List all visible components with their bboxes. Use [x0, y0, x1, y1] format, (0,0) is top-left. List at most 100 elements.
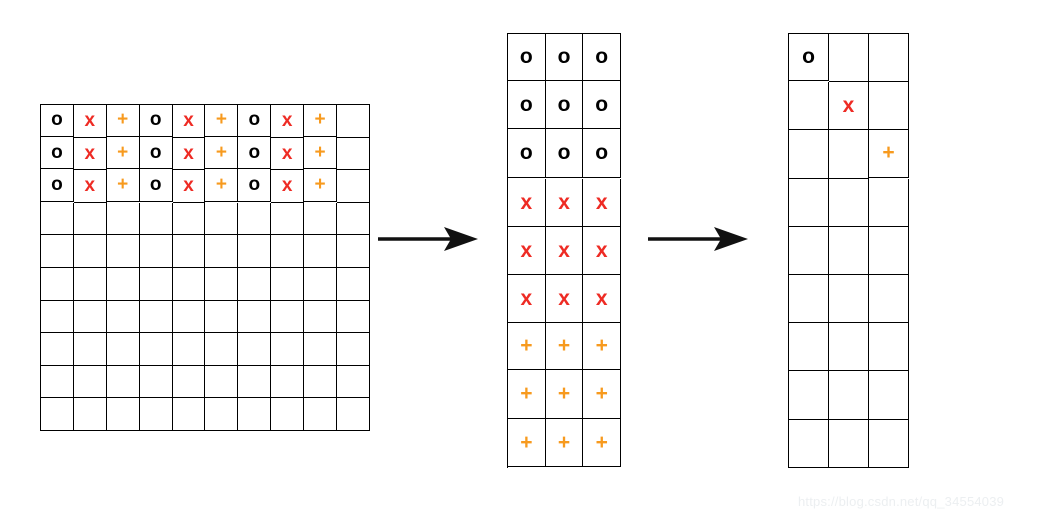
- cell-symbol-o: o: [139, 104, 173, 137]
- cell-empty: [304, 202, 338, 236]
- cell-empty: [789, 371, 829, 420]
- cell-empty: [172, 365, 206, 399]
- cell-symbol-o: o: [508, 81, 546, 130]
- cell-empty: [271, 300, 305, 334]
- cell-empty: [829, 419, 869, 468]
- cell-empty: [271, 333, 305, 366]
- cell-empty: [238, 202, 272, 236]
- cell-empty: [205, 267, 239, 301]
- cell-symbol-plus: +: [508, 322, 546, 371]
- cell-empty: [73, 398, 107, 431]
- cell-empty: [271, 398, 305, 431]
- cell-empty: [869, 34, 909, 83]
- cell-empty: [172, 202, 206, 236]
- cell-empty: [304, 365, 338, 399]
- cell-empty: [829, 323, 869, 372]
- cell-empty: [829, 178, 869, 227]
- cell-symbol-o: o: [583, 33, 622, 82]
- cell-symbol-o: o: [583, 129, 622, 178]
- cell-symbol-o: o: [41, 136, 74, 170]
- cell-empty: [337, 202, 370, 236]
- cell-symbol-x: x: [508, 274, 546, 324]
- cell-empty: [304, 235, 338, 268]
- cell-empty: [172, 398, 206, 431]
- cell-empty: [205, 365, 239, 399]
- cell-empty: [829, 371, 869, 420]
- cell-symbol-o: o: [545, 81, 584, 130]
- cell-empty: [789, 323, 829, 372]
- cell-empty: [789, 419, 829, 468]
- cell-empty: [106, 202, 140, 236]
- cell-empty: [337, 235, 370, 268]
- cell-empty: [205, 398, 239, 431]
- cell-empty: [73, 300, 107, 334]
- cell-symbol-x: x: [172, 105, 206, 138]
- cell-empty: [172, 235, 206, 268]
- cell-symbol-x: x: [583, 274, 622, 324]
- cell-empty: [869, 274, 909, 324]
- cell-symbol-plus: +: [304, 136, 338, 170]
- cell-empty: [106, 300, 140, 334]
- cell-empty: [238, 235, 272, 268]
- cell-symbol-x: x: [583, 226, 622, 275]
- cell-symbol-plus: +: [106, 104, 140, 137]
- cell-empty: [271, 267, 305, 301]
- cell-symbol-plus: +: [508, 418, 546, 467]
- cell-empty: [337, 267, 370, 301]
- cell-empty: [238, 300, 272, 334]
- cell-empty: [337, 137, 370, 171]
- cell-empty: [205, 202, 239, 236]
- cell-symbol-plus: +: [106, 169, 140, 202]
- cell-empty: [205, 235, 239, 268]
- cell-symbol-o: o: [41, 104, 74, 137]
- cell-empty: [205, 333, 239, 366]
- cell-empty: [41, 202, 74, 236]
- cell-empty: [238, 267, 272, 301]
- cell-empty: [172, 333, 206, 366]
- arrow-grouped-to-result: [648, 227, 748, 251]
- cell-empty: [41, 235, 74, 268]
- cell-empty: [139, 300, 173, 334]
- cell-empty: [829, 274, 869, 324]
- cell-symbol-o: o: [583, 81, 622, 130]
- cell-empty: [869, 226, 909, 275]
- cell-symbol-plus: +: [205, 169, 239, 202]
- cell-empty: [337, 365, 370, 399]
- cell-empty: [337, 170, 370, 203]
- cell-empty: [139, 365, 173, 399]
- cell-empty: [41, 300, 74, 334]
- cell-empty: [73, 267, 107, 301]
- cell-empty: [869, 82, 909, 131]
- cell-empty: [789, 226, 829, 275]
- cell-symbol-x: x: [508, 178, 546, 227]
- cell-symbol-plus: +: [583, 418, 622, 467]
- cell-empty: [205, 300, 239, 334]
- cell-empty: [73, 365, 107, 399]
- cell-symbol-x: x: [545, 226, 584, 275]
- cell-empty: [304, 398, 338, 431]
- cell-empty: [304, 333, 338, 366]
- cell-symbol-x: x: [508, 226, 546, 275]
- cell-empty: [139, 267, 173, 301]
- cell-symbol-plus: +: [508, 370, 546, 419]
- cell-empty: [139, 333, 173, 366]
- cell-empty: [238, 398, 272, 431]
- cell-empty: [829, 34, 869, 83]
- cell-empty: [106, 235, 140, 268]
- cell-empty: [337, 398, 370, 431]
- cell-symbol-plus: +: [869, 129, 909, 178]
- cell-empty: [337, 300, 370, 334]
- cell-symbol-x: x: [583, 178, 622, 227]
- cell-symbol-x: x: [271, 105, 305, 138]
- cell-empty: [789, 82, 829, 131]
- arrow-source-to-grouped: [378, 227, 478, 251]
- cell-symbol-x: x: [172, 137, 206, 171]
- cell-symbol-o: o: [238, 104, 272, 137]
- cell-symbol-x: x: [545, 178, 584, 227]
- cell-symbol-o: o: [139, 169, 173, 202]
- cell-empty: [271, 202, 305, 236]
- cell-empty: [304, 267, 338, 301]
- cell-symbol-o: o: [508, 33, 546, 82]
